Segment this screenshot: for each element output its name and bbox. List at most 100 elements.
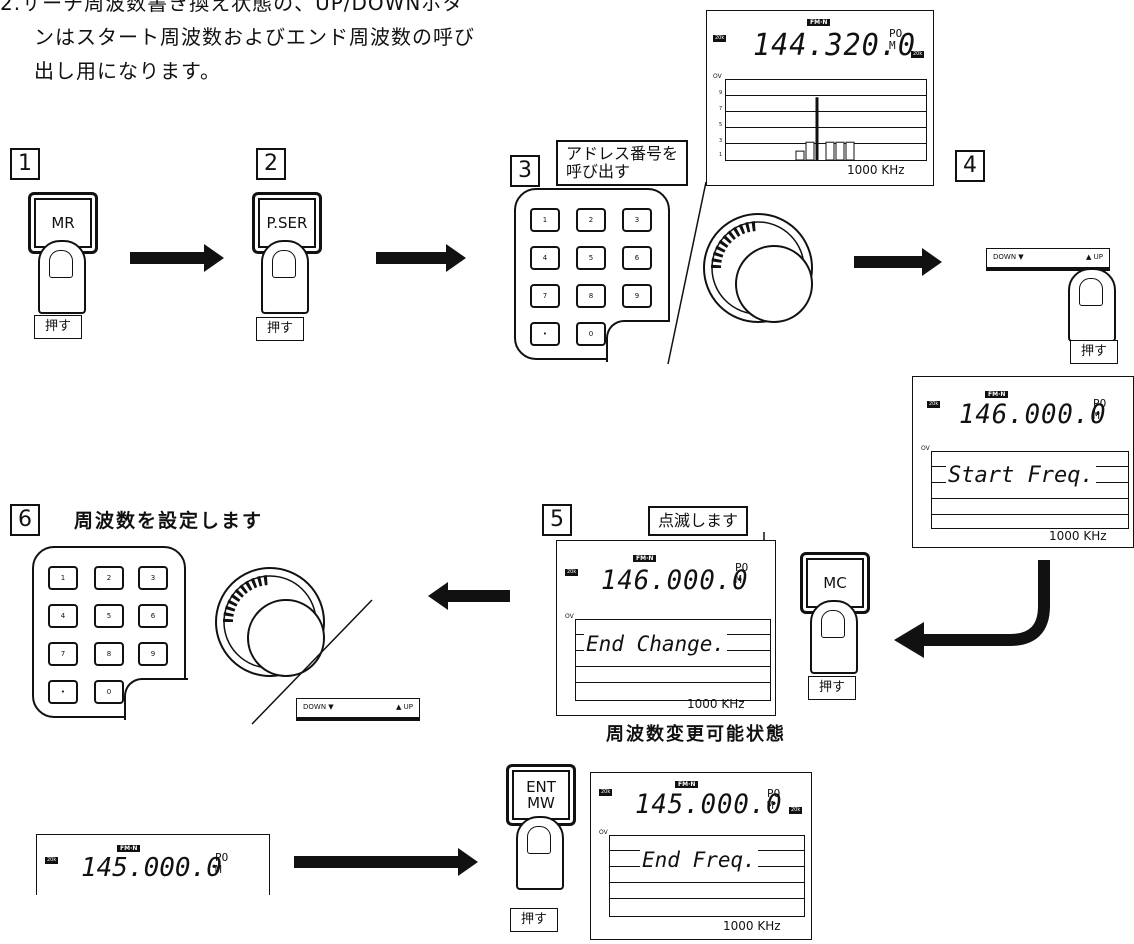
key-4[interactable]: 4	[48, 604, 78, 628]
note-blinks: 点滅します	[648, 506, 749, 536]
step-indicator: 20k	[45, 857, 59, 864]
step-3-label: 3	[510, 155, 540, 187]
mode-indicator: FM·N	[807, 19, 831, 26]
tick-9: 9	[719, 90, 723, 96]
grid-line	[932, 514, 1128, 515]
grid-line	[610, 882, 804, 883]
key-3[interactable]: 3	[622, 208, 652, 232]
step-indicator: 20k	[599, 789, 613, 796]
step-6-label: 6	[10, 504, 40, 536]
divider-line	[667, 181, 707, 365]
spectrum-graph: 9 7 5 3 1	[719, 79, 927, 161]
po-indicator: PO	[215, 851, 229, 864]
spectrum-bars	[795, 97, 855, 160]
step-4-label: 4	[955, 150, 985, 182]
note-call-address: アドレス番号を 呼び出す	[556, 140, 689, 186]
press-label-5: 押す	[808, 676, 856, 700]
finger-icon	[261, 240, 309, 314]
key-5[interactable]: 5	[94, 604, 124, 628]
span-label: 1000 KHz	[723, 919, 781, 933]
grid-line	[576, 682, 770, 683]
span-label: 1000 KHz	[847, 163, 905, 177]
display-message: Start Freq.	[946, 463, 1096, 488]
frequency-readout: 146.000.0	[959, 399, 1107, 430]
arrow-right-icon	[294, 848, 478, 876]
key-5[interactable]: 5	[576, 246, 606, 270]
lcd-screen-partial: FM·N 20k 145.000.0 PO M	[36, 834, 270, 895]
po-indicator: PO	[735, 561, 749, 574]
key-1[interactable]: 1	[48, 566, 78, 590]
grid-line	[576, 666, 770, 667]
mode-indicator: FM·N	[675, 781, 699, 788]
intro-line-3: 出し用になります。	[34, 59, 221, 83]
frequency-readout: 144.320.0	[753, 28, 916, 63]
grid-line	[726, 127, 926, 128]
graph-area: End Change.	[575, 619, 771, 701]
arrow-right-icon	[376, 244, 466, 272]
keypad-notch	[606, 320, 670, 362]
step-5-label: 5	[542, 504, 572, 536]
tick-3: 3	[719, 138, 723, 144]
ov-label: OV	[565, 613, 574, 620]
up-label: ▲ UP	[1086, 253, 1103, 261]
key-7[interactable]: 7	[48, 642, 78, 666]
frequency-readout: 146.000.0	[601, 565, 749, 596]
divider-line	[251, 599, 373, 725]
tuning-dial-icon[interactable]	[696, 206, 820, 330]
key-9[interactable]: 9	[622, 284, 652, 308]
key-1[interactable]: 1	[530, 208, 560, 232]
finger-icon	[516, 816, 564, 890]
intro-paragraph: 2.サーチ周波数書き換え状態の、UP/DOWNボタ ンはスタート周波数およびエン…	[0, 0, 560, 88]
finger-icon	[38, 240, 86, 314]
ov-label: OV	[599, 829, 608, 836]
spectrum-bar	[805, 141, 815, 160]
curved-arrow-icon	[894, 560, 1050, 658]
spectrum-bar	[845, 141, 855, 160]
display-message: End Freq.	[640, 848, 758, 872]
tick-5: 5	[719, 122, 723, 128]
press-label-4: 押す	[1070, 340, 1118, 364]
finger-icon	[810, 600, 858, 674]
key-8[interactable]: 8	[576, 284, 606, 308]
down-up-rocker[interactable]: DOWN ▼ ▲ UP	[986, 248, 1110, 271]
heading-set-frequency: 周波数を設定します	[74, 510, 264, 532]
press-label-ent: 押す	[510, 908, 558, 932]
arrow-right-icon	[854, 248, 942, 276]
key-6[interactable]: 6	[622, 246, 652, 270]
memory-indicator: M	[215, 863, 222, 876]
key-4[interactable]: 4	[530, 246, 560, 270]
key-8[interactable]: 8	[94, 642, 124, 666]
grid-line	[726, 95, 926, 96]
tuning-dial-icon[interactable]	[208, 560, 332, 684]
intro-line-2: ンはスタート周波数およびエンド周波数の呼び	[34, 25, 475, 49]
finger-icon	[1068, 268, 1116, 342]
down-label: DOWN ▼	[303, 703, 334, 711]
spectrum-bar	[795, 150, 805, 160]
scan-indicator: 20k	[789, 807, 803, 814]
po-indicator: PO	[1093, 397, 1107, 410]
memory-indicator: M	[1093, 409, 1100, 422]
key-9[interactable]: 9	[138, 642, 168, 666]
graph-area: End Freq.	[609, 835, 805, 917]
key-0[interactable]: 0	[576, 322, 606, 346]
memory-indicator: M	[889, 39, 896, 52]
keypad-notch	[124, 678, 188, 720]
key-3[interactable]: 3	[138, 566, 168, 590]
mw-label: MW	[527, 794, 555, 812]
key-6[interactable]: 6	[138, 604, 168, 628]
down-up-rocker[interactable]: DOWN ▼ ▲ UP	[296, 698, 420, 721]
mode-indicator: FM·N	[633, 555, 657, 562]
span-label: 1000 KHz	[687, 697, 745, 711]
graph-area: Start Freq.	[931, 451, 1129, 529]
key-2[interactable]: 2	[576, 208, 606, 232]
grid-line	[932, 498, 1128, 499]
key-0[interactable]: 0	[94, 680, 124, 704]
spectrum-bar	[825, 141, 835, 160]
lcd-screen-end-change: FM·N 20k 146.000.0 PO M OV End Change. 1…	[556, 540, 776, 716]
key-7[interactable]: 7	[530, 284, 560, 308]
key-dot[interactable]: •	[48, 680, 78, 704]
key-dot[interactable]: •	[530, 322, 560, 346]
step-indicator: 20k	[927, 401, 941, 408]
key-2[interactable]: 2	[94, 566, 124, 590]
caption-freq-changeable: 周波数変更可能状態	[606, 724, 786, 745]
